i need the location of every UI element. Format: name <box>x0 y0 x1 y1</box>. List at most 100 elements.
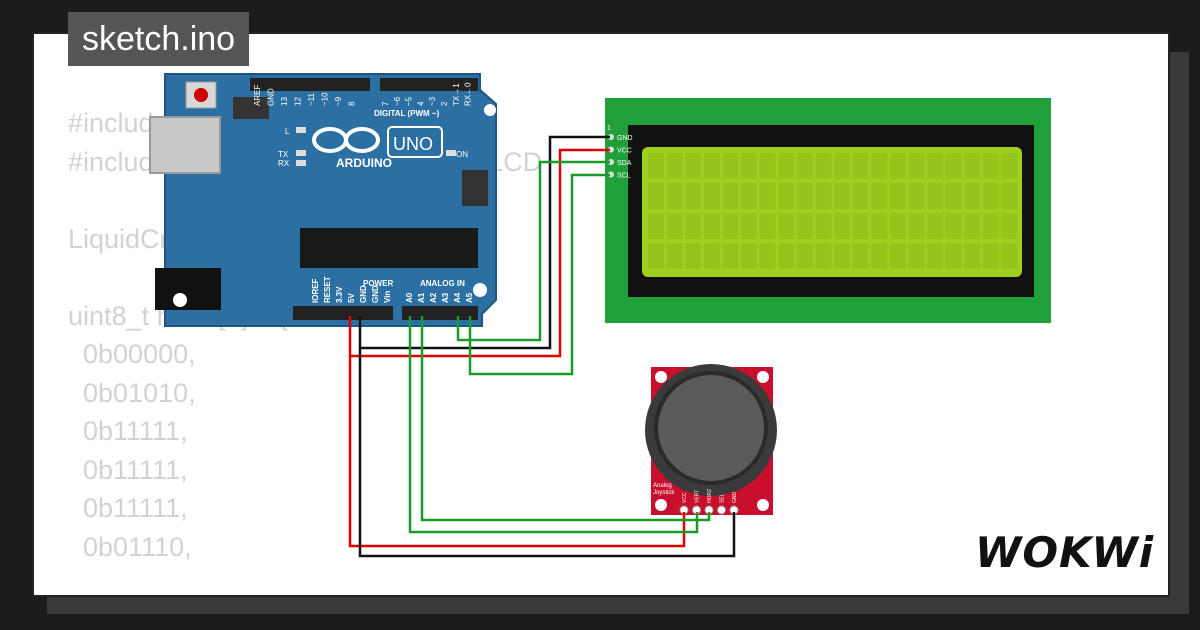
top-pin-label: 12 <box>294 97 303 106</box>
joystick-label-1: Analog <box>653 483 672 489</box>
lcd-cell <box>759 243 776 269</box>
lcd-cell <box>759 183 776 209</box>
lcd-cell <box>834 183 850 209</box>
lcd-cell <box>908 153 925 179</box>
joystick-pin-label: SEL <box>720 493 726 503</box>
lcd-cell <box>666 213 683 239</box>
lcd-pin[interactable] <box>608 134 614 140</box>
top-pin-label: AREF <box>253 85 262 106</box>
top-pin-label: ~11 <box>307 92 316 106</box>
top-pin-label: 13 <box>280 97 289 106</box>
lcd-cell <box>889 213 906 239</box>
lcd-cell <box>685 183 702 209</box>
led-on <box>446 150 456 156</box>
analog-pin-label: A1 <box>417 292 426 303</box>
lcd-cell <box>945 243 962 269</box>
top-pin-label: ~9 <box>334 96 343 106</box>
joystick-knob[interactable] <box>654 371 768 485</box>
code-line: 0b11111, <box>68 416 188 446</box>
code-line: 0b00000, <box>68 339 196 369</box>
power-pin-label: GND <box>371 285 380 303</box>
joystick-label-2: Joystick <box>653 490 675 496</box>
lcd-cell <box>908 243 925 269</box>
top-pin-label: RX←0 <box>464 82 473 106</box>
uno-model-label: UNO <box>393 134 433 154</box>
lcd-cell <box>852 243 869 269</box>
lcd-cell <box>945 183 962 209</box>
lcd-cell <box>759 213 776 239</box>
joystick-pin[interactable] <box>717 505 726 515</box>
analog-label: ANALOG IN <box>420 279 465 288</box>
lcd-cell <box>908 213 925 239</box>
mount-hole <box>173 293 187 307</box>
led-tx-label: TX <box>278 150 289 159</box>
lcd-cell <box>852 213 869 239</box>
lcd-pin[interactable] <box>608 159 614 165</box>
arduino-brand-label: ARDUINO <box>336 156 392 170</box>
power-pin-label: IOREF <box>311 278 320 303</box>
digital-header-right <box>380 78 478 91</box>
reset-button-cap[interactable] <box>194 88 208 102</box>
wokwi-logo: WOKWi <box>975 528 1155 577</box>
analog-pin-label: A5 <box>465 292 474 303</box>
lcd-cell <box>741 153 757 179</box>
top-pin-label: ~5 <box>405 96 414 106</box>
lcd-cell <box>927 243 943 269</box>
lcd-cell <box>796 243 813 269</box>
lcd-cell <box>703 183 720 209</box>
wire-scl <box>468 173 610 376</box>
joystick-pin-label: VCC <box>682 492 688 503</box>
lcd-cell <box>815 183 832 209</box>
lcd-cell <box>964 183 981 209</box>
top-pin-label: 8 <box>348 101 357 106</box>
analog-pin-label: A2 <box>429 292 438 303</box>
lcd-cell <box>834 153 850 179</box>
lcd-cell <box>852 183 869 209</box>
power-label: POWER <box>363 279 393 288</box>
lcd-cell <box>703 153 720 179</box>
lcd-cell <box>834 213 850 239</box>
lcd-cell <box>871 213 888 239</box>
power-pin-label: 5V <box>347 293 356 303</box>
lcd-cell <box>908 183 925 209</box>
lcd-cell <box>871 183 888 209</box>
code-line: 0b11111, <box>68 454 188 485</box>
lcd-cell <box>648 183 664 209</box>
lcd-character-grid <box>648 153 1018 269</box>
lcd-cell <box>648 213 664 239</box>
lcd-cell <box>703 243 720 269</box>
digital-header-left <box>250 78 370 91</box>
lcd-cell <box>685 243 702 269</box>
lcd-cell <box>741 183 757 209</box>
top-pin-label: 2 <box>440 101 449 106</box>
lcd-cell <box>834 243 850 269</box>
lcd-cell <box>722 153 739 179</box>
top-pin-label: ~10 <box>321 92 330 106</box>
lcd-cell <box>703 213 720 239</box>
code-line: 0b11111, <box>68 493 188 523</box>
analog-pin-label: A3 <box>441 292 450 303</box>
arduino-uno-board[interactable]: ARDUINO UNO DIGITAL (PWM ~) POWER ANALOG… <box>149 73 497 327</box>
lcd-pin-label: GND <box>617 135 633 142</box>
mount-hole <box>484 104 496 116</box>
led-l-label: L <box>285 127 290 136</box>
lcd-cell <box>889 153 906 179</box>
wire-vert <box>408 316 699 534</box>
lcd-cell <box>871 243 888 269</box>
lcd-cell <box>796 153 813 179</box>
lcd-cell <box>722 213 739 239</box>
lcd-cell <box>778 213 795 239</box>
lcd-cell <box>759 153 776 179</box>
lcd-cell <box>982 213 999 239</box>
usb-port <box>149 116 221 174</box>
lcd-cell <box>778 243 795 269</box>
file-title-tab: sketch.ino <box>68 12 250 66</box>
power-pin-label: RESET <box>323 276 332 303</box>
top-pin-label: 4 <box>416 101 425 106</box>
joystick-pin-label: HORZ <box>707 489 713 503</box>
